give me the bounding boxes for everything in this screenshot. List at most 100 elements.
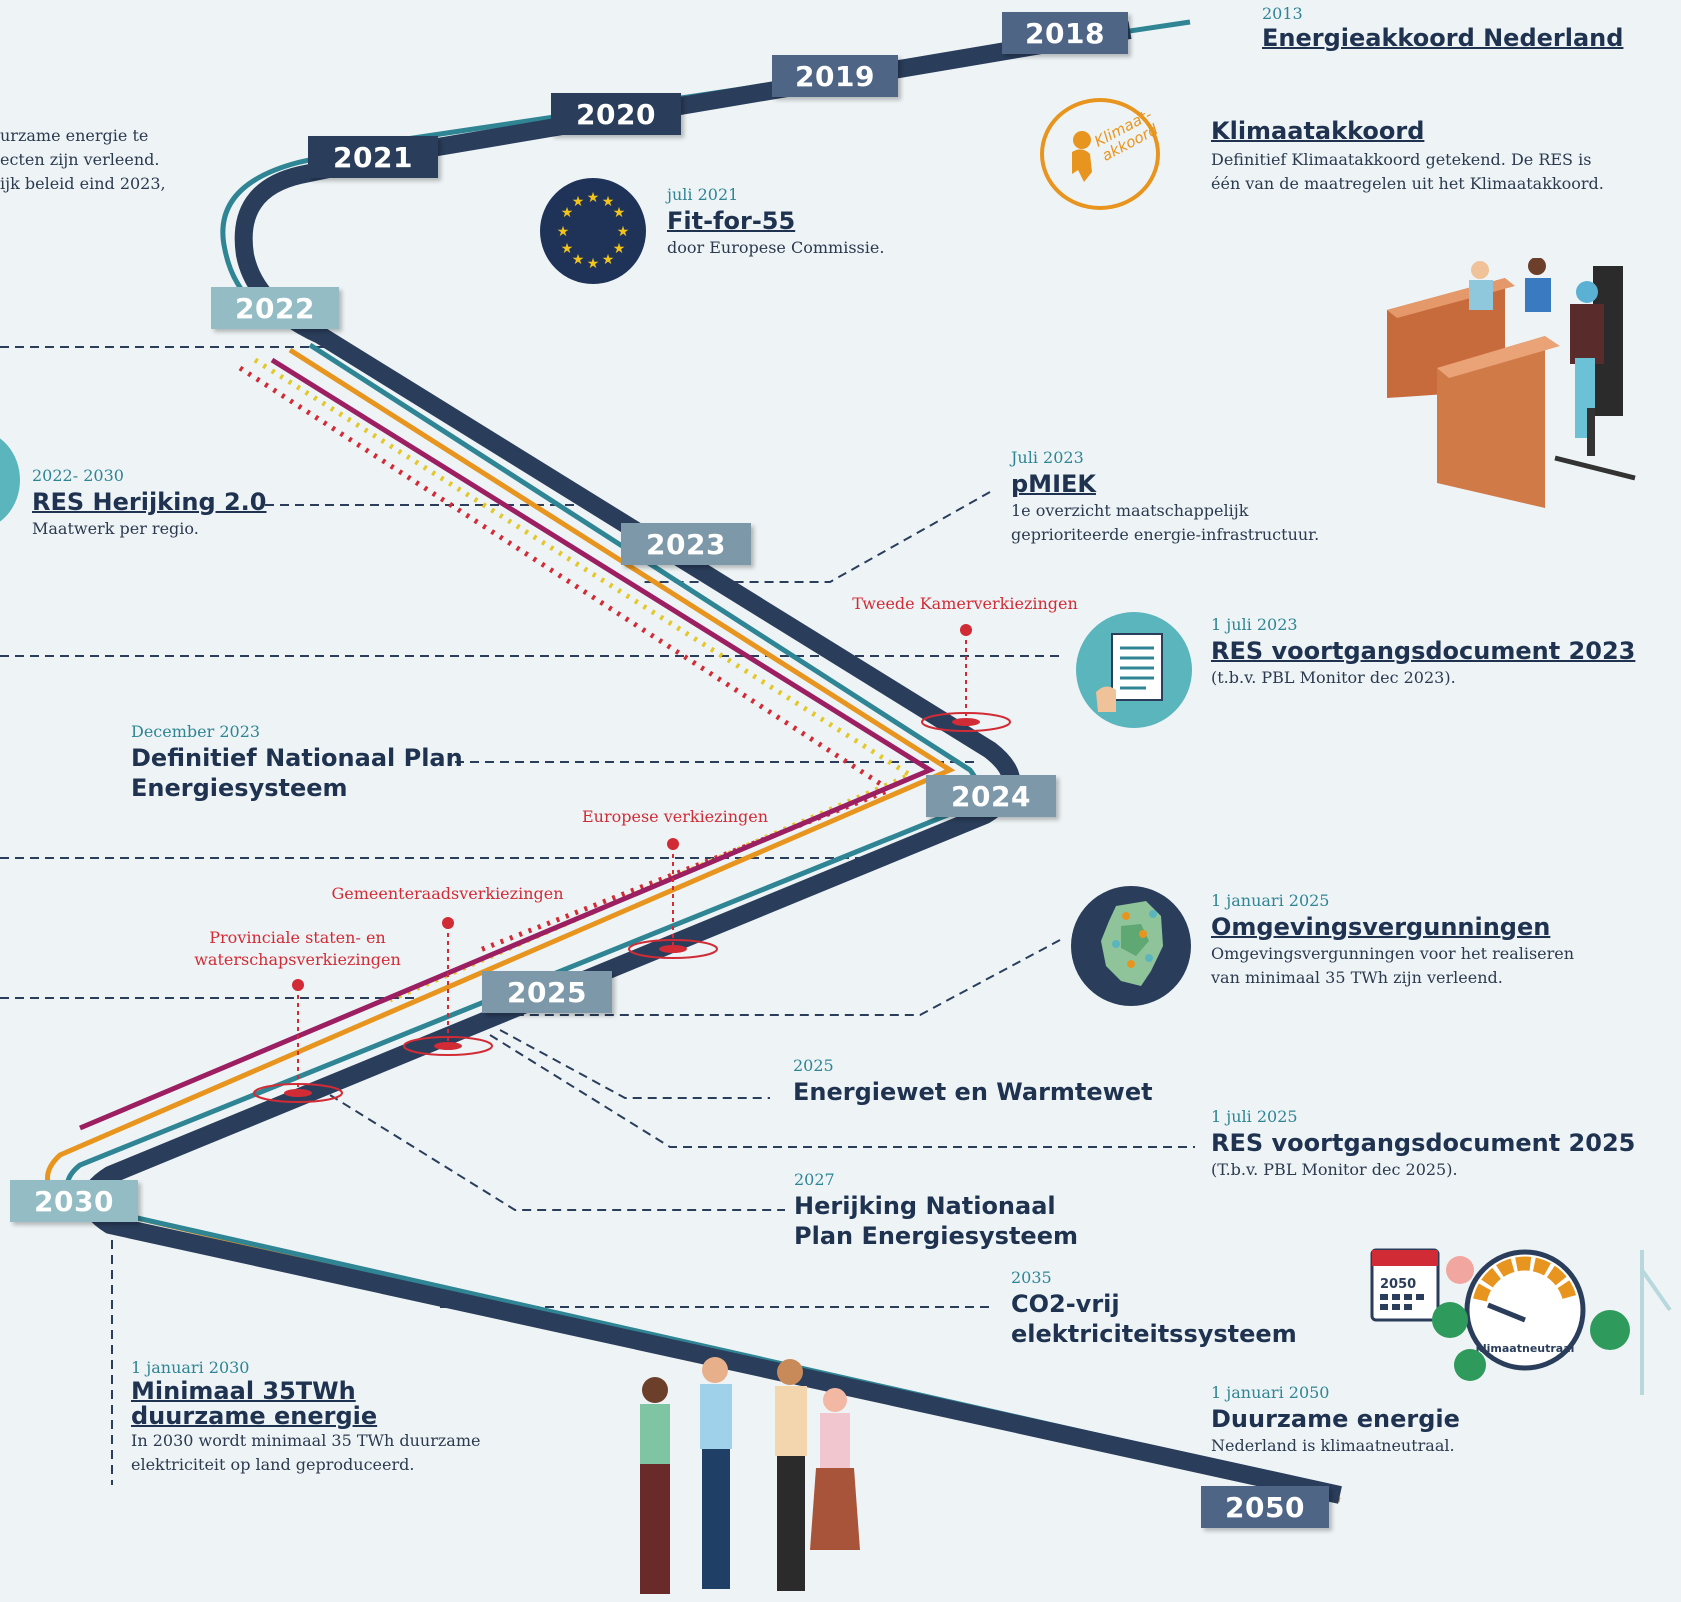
event-desc: (t.b.v. PBL Monitor dec 2023).: [1211, 668, 1456, 687]
event-title[interactable]: Klimaatakkoord: [1211, 117, 1425, 145]
event-duurzaam: 1 januari 2050 Duurzame energie Nederlan…: [1211, 1383, 1460, 1458]
klimaatakkoord-logo: Klimaat- akkoord: [1040, 98, 1161, 210]
year-2020: 2020: [551, 93, 681, 135]
left-partial-text: urzame energie te ecten zijn verleend. i…: [0, 124, 200, 196]
year-2050: 2050: [1201, 1486, 1329, 1528]
svg-text:★: ★: [587, 190, 600, 206]
event-title[interactable]: RES Herijking 2.0: [32, 488, 267, 516]
event-date: 2025: [793, 1056, 834, 1075]
event-res2023: 1 juli 2023 RES voortgangsdocument 2023 …: [1211, 615, 1635, 690]
event-date: 1 januari 2030: [131, 1358, 250, 1377]
svg-text:★: ★: [617, 224, 630, 240]
desc-line: één van de maatregelen uit het Klimaatak…: [1211, 174, 1604, 193]
title-line: Definitief Nationaal Plan: [131, 744, 463, 772]
left-partial-line: ijk beleid eind 2023,: [0, 174, 166, 193]
event-date: 2022- 2030: [32, 466, 124, 485]
event-title: Energiewet en Warmtewet: [793, 1078, 1153, 1106]
svg-text:★: ★: [561, 205, 574, 221]
event-energiewet: 2025 Energiewet en Warmtewet: [793, 1056, 1153, 1107]
event-desc: (T.b.v. PBL Monitor dec 2025).: [1211, 1160, 1458, 1179]
title-line: elektriciteitssysteem: [1011, 1320, 1297, 1348]
event-title[interactable]: Minimaal 35TWh duurzame energie: [131, 1377, 480, 1431]
svg-text:★: ★: [602, 194, 615, 210]
event-title: Herijking Nationaal Plan Energiesysteem: [794, 1191, 1078, 1251]
svg-text:★: ★: [557, 224, 570, 240]
event-title: RES voortgangsdocument 2025: [1211, 1129, 1636, 1157]
event-desc: 1e overzicht maatschappelijk geprioritee…: [1011, 499, 1319, 547]
event-date: Juli 2023: [1011, 448, 1084, 467]
title-line: Minimaal 35TWh: [131, 1377, 356, 1405]
election-europese: Europese verkiezingen: [581, 807, 769, 826]
gauge-label-text: klimaatneutraal: [1476, 1342, 1575, 1355]
people-illustration: [640, 1357, 860, 1594]
event-date: 1 juli 2025: [1211, 1107, 1298, 1126]
year-2019: 2019: [772, 55, 898, 97]
year-2023: 2023: [621, 523, 751, 565]
left-partial-line: urzame energie te: [0, 126, 149, 145]
year-2018: 2018: [1002, 12, 1128, 54]
event-date: juli 2021: [667, 185, 739, 204]
svg-text:★: ★: [561, 241, 574, 257]
desc-line: elektriciteit op land geproduceerd.: [131, 1455, 415, 1475]
svg-text:★: ★: [572, 194, 585, 210]
event-herijking-npe: 2027 Herijking Nationaal Plan Energiesys…: [794, 1170, 1078, 1251]
title-line: duurzame energie: [131, 1402, 378, 1431]
klimaatakkoord-child-icon: [1072, 131, 1092, 182]
event-date: December 2023: [131, 722, 261, 741]
event-npe: December 2023 Definitief Nationaal Plan …: [131, 722, 463, 803]
desc-line: Omgevingsvergunningen voor het realisere…: [1211, 944, 1575, 963]
svg-text:★: ★: [613, 205, 626, 221]
event-date: 2013: [1262, 4, 1303, 23]
title-line: Energiesysteem: [131, 774, 348, 802]
election-tweede-kamer: Tweede Kamerverkiezingen: [852, 594, 1078, 613]
year-2022: 2022: [211, 287, 339, 329]
event-desc: Omgevingsvergunningen voor het realisere…: [1211, 942, 1574, 990]
year-2021: 2021: [308, 136, 438, 178]
event-desc: door Europese Commissie.: [667, 238, 885, 257]
climate-neutral-illustration: 2050 klimaatneutraal: [1370, 1248, 1672, 1395]
election-line: Provinciale staten- en: [209, 928, 386, 947]
eu-flag-icon: ★★★ ★★★ ★★★ ★★★: [540, 178, 646, 284]
title-line: Herijking Nationaal: [794, 1192, 1056, 1220]
pin-provinciale: [292, 979, 304, 991]
event-title[interactable]: Energieakkoord Nederland: [1262, 24, 1624, 52]
event-co2: 2035 CO2-vrij elektriciteitssysteem: [1011, 1268, 1297, 1349]
event-energieakkoord: 2013 Energieakkoord Nederland: [1262, 4, 1623, 53]
desc-line: 1e overzicht maatschappelijk: [1011, 501, 1249, 520]
event-pmiek: Juli 2023 pMIEK 1e overzicht maatschappe…: [1011, 448, 1319, 547]
document-sheet-icon: [1096, 633, 1163, 712]
election-provinciale: Provinciale staten- en waterschapsverkie…: [170, 927, 425, 970]
map-shape-icon: [1101, 901, 1163, 986]
left-partial-line: ecten zijn verleend.: [0, 150, 160, 169]
event-title[interactable]: pMIEK: [1011, 470, 1096, 498]
desc-line: geprioriteerde energie-infrastructuur.: [1011, 525, 1320, 544]
svg-text:★: ★: [587, 256, 600, 272]
event-desc: Maatwerk per regio.: [32, 519, 199, 538]
event-title: CO2-vrij elektriciteitssysteem: [1011, 1289, 1297, 1349]
desc-line: van minimaal 35 TWh zijn verleend.: [1211, 968, 1503, 987]
event-title[interactable]: RES voortgangsdocument 2023: [1211, 637, 1636, 665]
event-res2025: 1 juli 2025 RES voortgangsdocument 2025 …: [1211, 1107, 1635, 1182]
svg-text:★: ★: [613, 241, 626, 257]
event-date: 1 januari 2025: [1211, 891, 1330, 910]
eu-stars-icon: ★★★ ★★★ ★★★ ★★★: [557, 190, 630, 272]
election-gemeenteraad: Gemeenteraadsverkiezingen: [331, 884, 564, 903]
year-2025: 2025: [482, 971, 612, 1013]
election-line: waterschapsverkiezingen: [194, 949, 401, 969]
pin-gemeenteraad: [442, 917, 454, 929]
title-line: Plan Energiesysteem: [794, 1222, 1078, 1250]
event-title[interactable]: Omgevingsvergunningen: [1211, 913, 1551, 941]
event-res-herijking: 2022- 2030 RES Herijking 2.0 Maatwerk pe…: [32, 466, 267, 541]
svg-text:★: ★: [602, 252, 615, 268]
year-2030: 2030: [10, 1180, 138, 1222]
event-title: Duurzame energie: [1211, 1405, 1460, 1433]
desc-line: Definitief Klimaatakkoord getekend. De R…: [1211, 150, 1592, 169]
pin-europese: [667, 838, 679, 850]
event-title[interactable]: Fit-for-55: [667, 207, 796, 235]
event-desc: Nederland is klimaatneutraal.: [1211, 1436, 1455, 1455]
event-desc: In 2030 wordt minimaal 35 TWh duurzame e…: [131, 1429, 480, 1477]
event-date: 2027: [794, 1170, 835, 1189]
year-2024: 2024: [926, 775, 1056, 817]
calendar-year-text: 2050: [1380, 1277, 1416, 1292]
event-twh35: 1 januari 2030 Minimaal 35TWh duurzame e…: [131, 1358, 480, 1477]
